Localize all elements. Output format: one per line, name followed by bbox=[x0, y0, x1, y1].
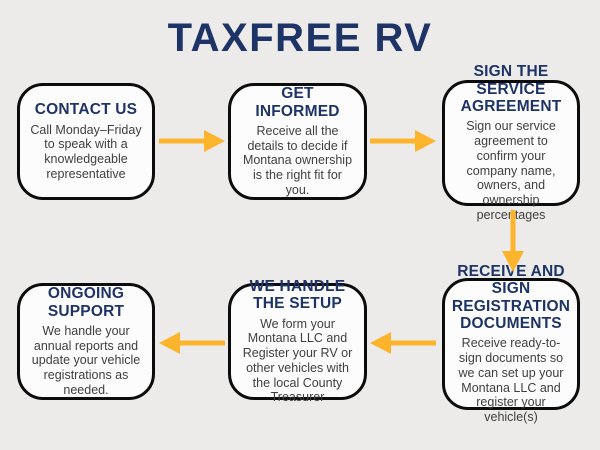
step-heading: SIGN THE SERVICE AGREEMENT bbox=[460, 63, 562, 116]
step-sign-service-agreement: SIGN THE SERVICE AGREEMENT Sign our serv… bbox=[442, 63, 580, 222]
step-we-handle-the-setup: WE HANDLE THE SETUP We form your Montana… bbox=[228, 278, 367, 404]
arrow-right-icon bbox=[159, 130, 225, 152]
step-heading: WE HANDLE THE SETUP bbox=[249, 277, 346, 313]
page-title: TAXFREE RV bbox=[167, 16, 433, 60]
step-description: Sign our service agreement to confirm yo… bbox=[466, 119, 556, 222]
arrow-right-icon bbox=[370, 130, 436, 152]
step-get-informed: GET INFORMED Receive all the details to … bbox=[228, 83, 367, 200]
step-description: We handle your annual reports and update… bbox=[31, 323, 141, 397]
step-description: Receive ready-to-sign documents so we ca… bbox=[458, 336, 564, 425]
arrow-left-icon bbox=[370, 332, 436, 354]
step-heading: ONGOING SUPPORT bbox=[47, 285, 125, 320]
step-ongoing-support: ONGOING SUPPORT We handle your annual re… bbox=[17, 283, 155, 400]
step-heading: GET INFORMED bbox=[255, 85, 340, 120]
step-description: Receive all the details to decide if Mon… bbox=[242, 123, 353, 197]
step-description: Call Monday–Friday to speak with a knowl… bbox=[30, 122, 142, 181]
step-contact-us: CONTACT US Call Monday–Friday to speak w… bbox=[17, 83, 155, 200]
step-description: We form your Montana LLC and Register yo… bbox=[242, 316, 353, 405]
step-heading: CONTACT US bbox=[34, 101, 138, 119]
arrow-down-icon bbox=[502, 210, 524, 272]
step-receive-sign-registration-documents: RECEIVE AND SIGN REGISTRATION DOCUMENTS … bbox=[442, 263, 580, 424]
step-heading: RECEIVE AND SIGN REGISTRATION DOCUMENTS bbox=[451, 263, 571, 333]
arrow-left-icon bbox=[159, 332, 225, 354]
